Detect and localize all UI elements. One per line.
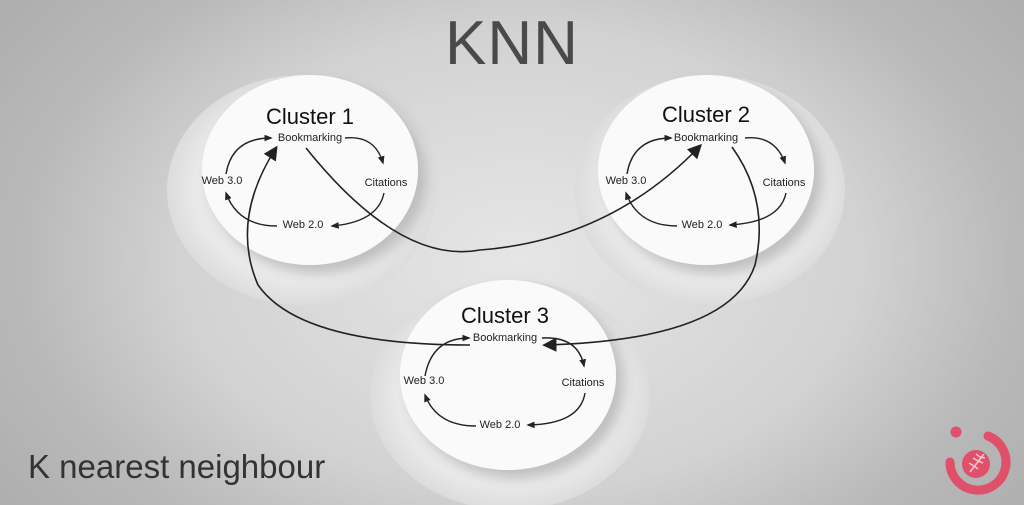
cluster-2-cycle-arrows (625, 134, 787, 228)
cluster-1-node-citations: Citations (365, 177, 408, 189)
cluster-1-node-web3: Web 3.0 (202, 175, 243, 187)
cluster-3-node-bookmarking: Bookmarking (473, 332, 537, 344)
cluster-2-node-web3: Web 3.0 (606, 175, 647, 187)
cluster-2-node-citations: Citations (763, 177, 806, 189)
cluster-2-disc (598, 75, 814, 265)
wheat-logo-icon (945, 426, 1011, 495)
page-subtitle: K nearest neighbour (28, 448, 326, 485)
link-cluster1-to-cluster2 (305, 143, 702, 253)
link-cluster2-to-cluster3 (542, 146, 760, 352)
cluster-2-node-bookmarking: Bookmarking (674, 132, 738, 144)
page-title: KNN (445, 9, 579, 78)
cluster-3-node-citations: Citations (562, 377, 605, 389)
inter-cluster-links (246, 143, 760, 352)
cluster-3-title: Cluster 3 (461, 303, 549, 328)
cluster-2 (575, 75, 845, 305)
cluster-2-title: Cluster 2 (662, 102, 750, 127)
cluster-1-cycle-arrows (225, 134, 385, 229)
cluster-1-title: Cluster 1 (266, 104, 354, 129)
link-cluster3-to-cluster1 (246, 145, 471, 346)
cluster-3-node-web3: Web 3.0 (404, 375, 445, 387)
cluster-2-node-web2: Web 2.0 (682, 219, 723, 231)
cluster-3-node-web2: Web 2.0 (480, 419, 521, 431)
cluster-1-node-web2: Web 2.0 (283, 219, 324, 231)
cluster-1-node-bookmarking: Bookmarking (278, 132, 342, 144)
